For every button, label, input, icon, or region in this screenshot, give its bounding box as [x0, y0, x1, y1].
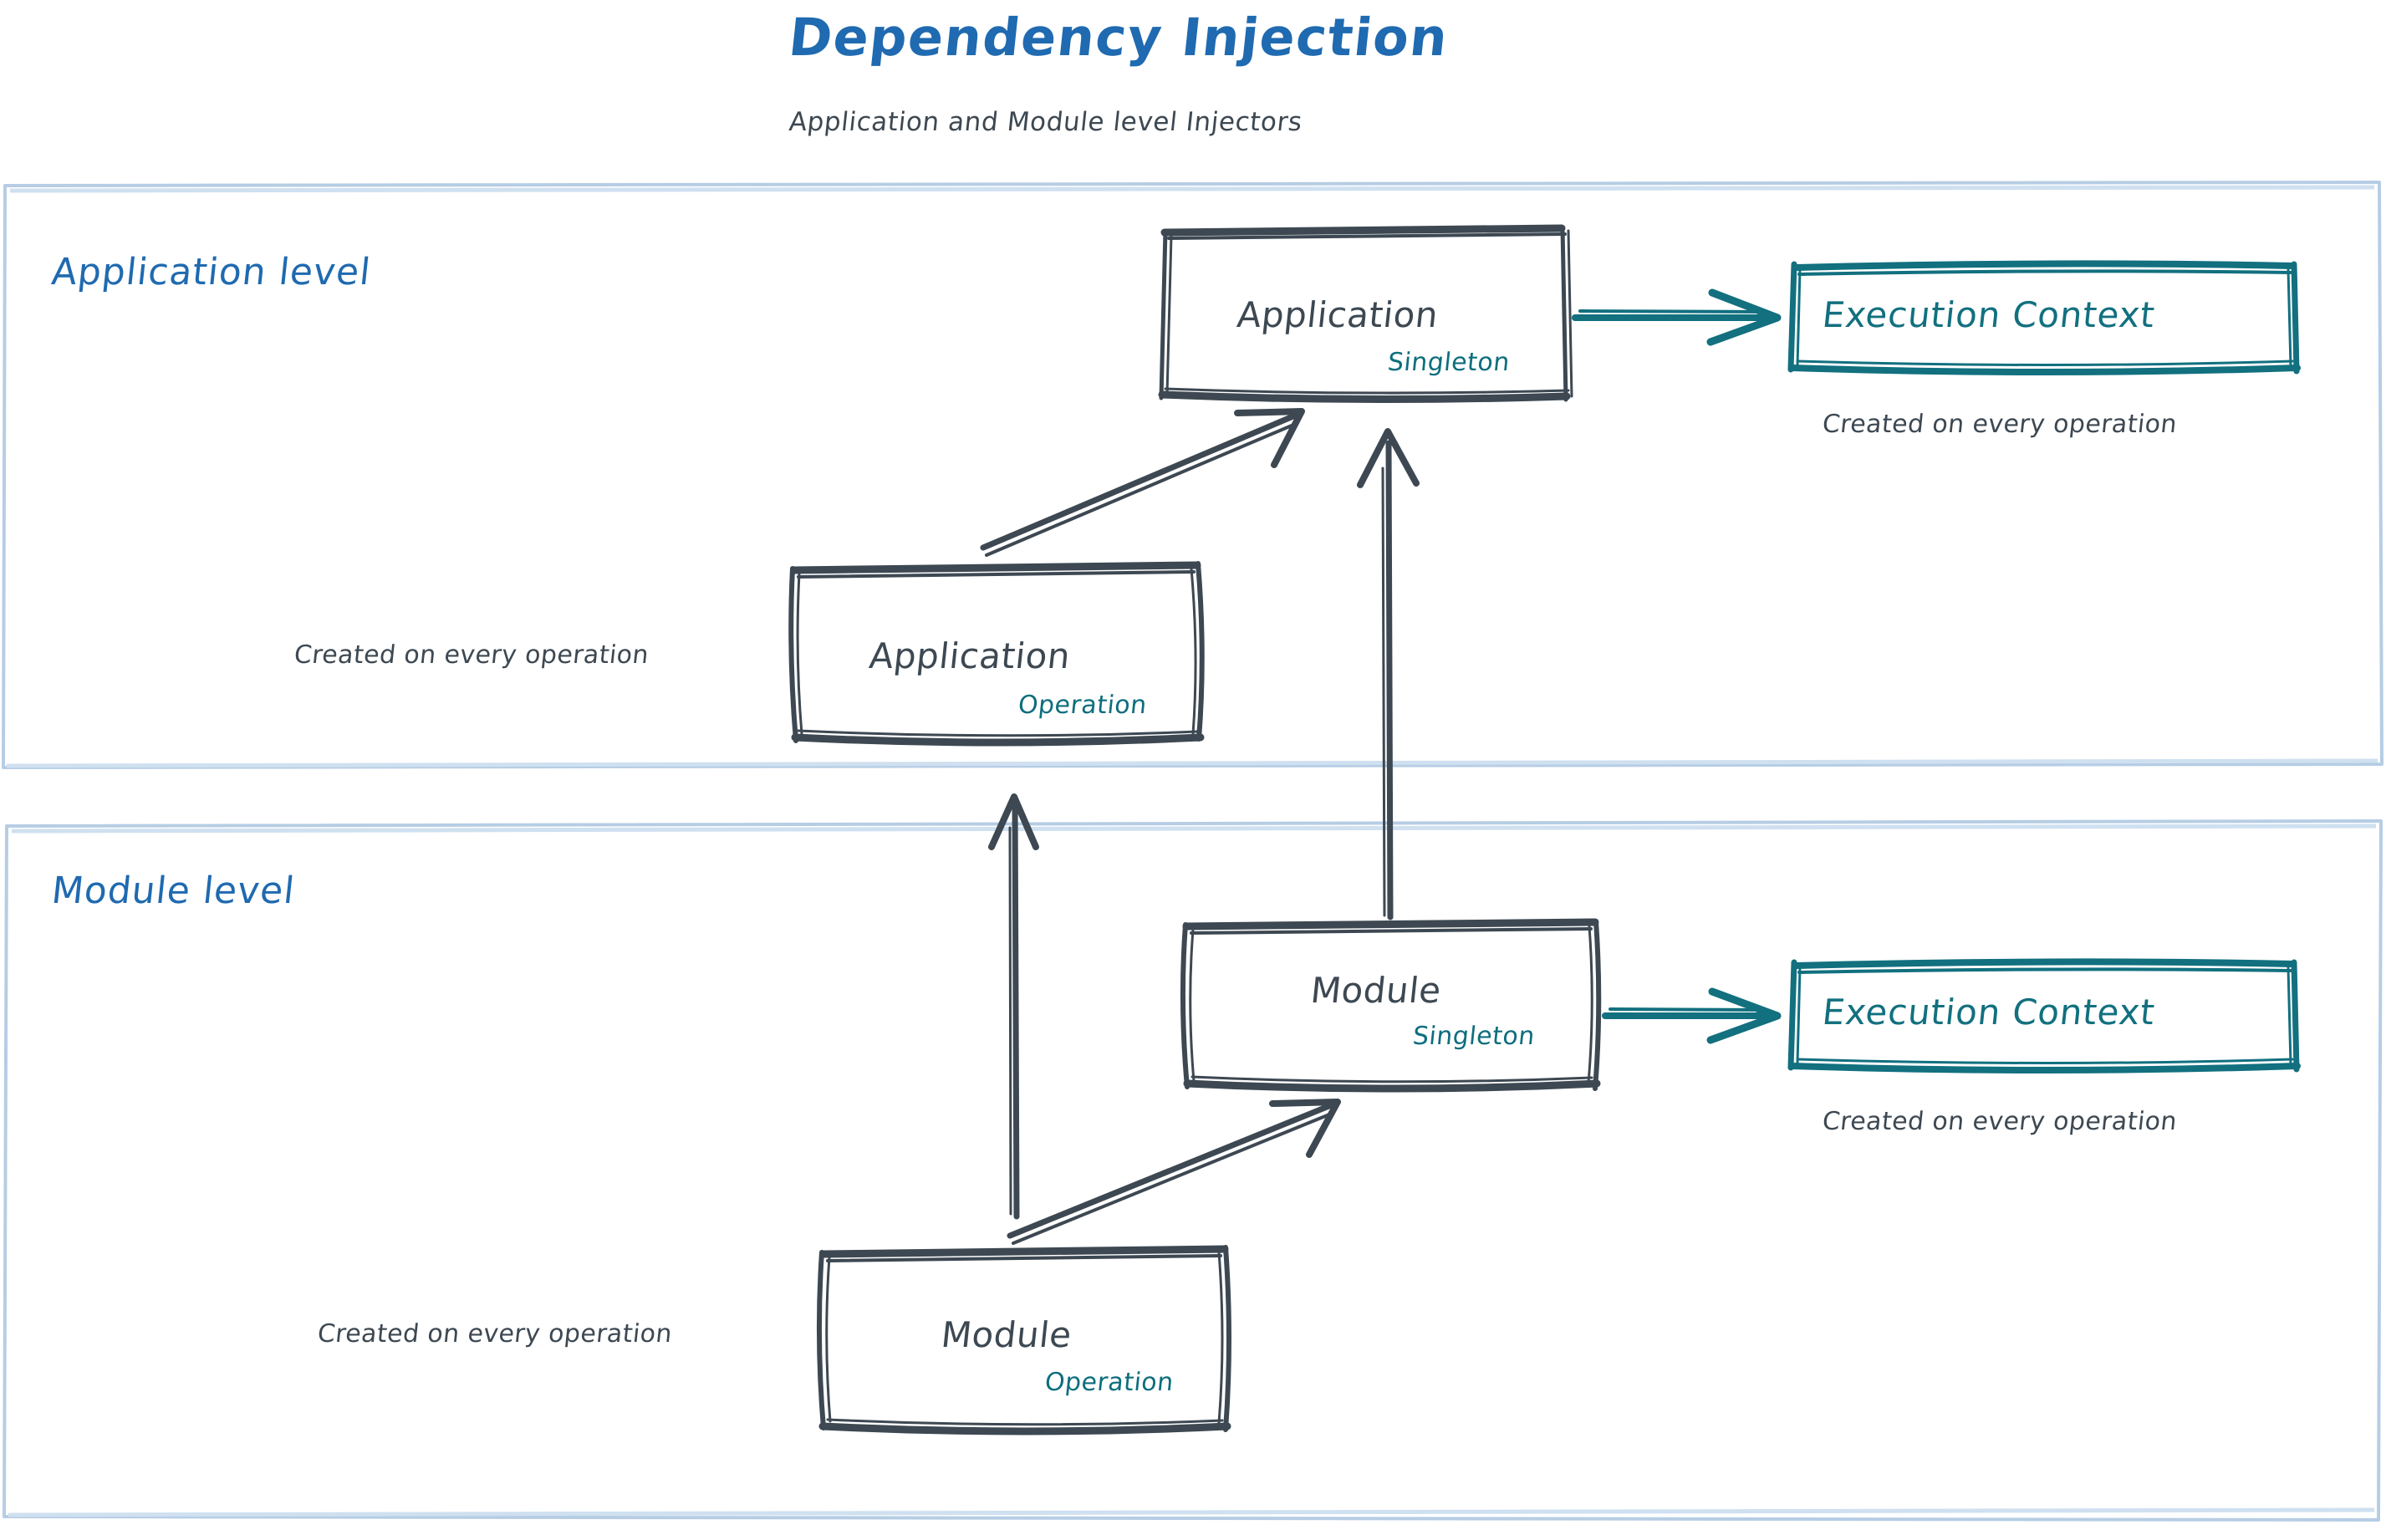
node-module-operation-title: Module	[939, 1314, 1074, 1355]
node-module-operation-scope: Operation	[1043, 1368, 1175, 1397]
node-module-operation-outline[interactable]	[816, 1245, 1231, 1435]
caption-application-operation: Created on every operation	[293, 640, 650, 670]
node-module-singleton-scope: Singleton	[1411, 1022, 1537, 1051]
edge-module-singleton-to-execution-context	[1602, 987, 1782, 1044]
caption-execution-context-module: Created on every operation	[1821, 1107, 2179, 1136]
caption-execution-context-application: Created on every operation	[1821, 410, 2179, 439]
node-application-operation-scope: Operation	[1017, 691, 1149, 720]
zone-application-level-frame	[2, 181, 2383, 769]
zone-label-module-level: Module level	[49, 869, 298, 912]
node-application-singleton-scope: Singleton	[1386, 348, 1512, 377]
node-execution-context-application-title: Execution Context	[1820, 294, 2158, 335]
node-application-operation-outline[interactable]	[788, 561, 1205, 747]
page-title: Dependency Injection	[786, 7, 1452, 68]
edge-module-operation-to-application-operation	[988, 793, 1039, 1220]
edge-application-singleton-to-execution-context	[1572, 288, 1782, 346]
node-application-singleton-title: Application	[1235, 294, 1440, 335]
node-application-singleton-outline[interactable]	[1158, 224, 1573, 404]
node-execution-context-module-outline[interactable]	[1787, 958, 2301, 1073]
zone-module-level-frame	[3, 819, 2383, 1522]
caption-module-operation: Created on every operation	[316, 1319, 674, 1349]
edge-application-operation-to-application-singleton	[980, 408, 1305, 557]
node-execution-context-module-title: Execution Context	[1820, 992, 2158, 1033]
edge-module-singleton-to-application-singleton	[1357, 428, 1420, 920]
zone-label-application-level: Application level	[49, 251, 374, 293]
node-application-operation-title: Application	[867, 635, 1073, 676]
node-module-singleton-outline[interactable]	[1180, 918, 1602, 1093]
node-execution-context-application-outline[interactable]	[1787, 260, 2301, 375]
node-module-singleton-title: Module	[1308, 970, 1444, 1011]
page-subtitle: Application and Module level Injectors	[788, 107, 1304, 137]
edge-module-operation-to-module-singleton	[1007, 1099, 1341, 1245]
